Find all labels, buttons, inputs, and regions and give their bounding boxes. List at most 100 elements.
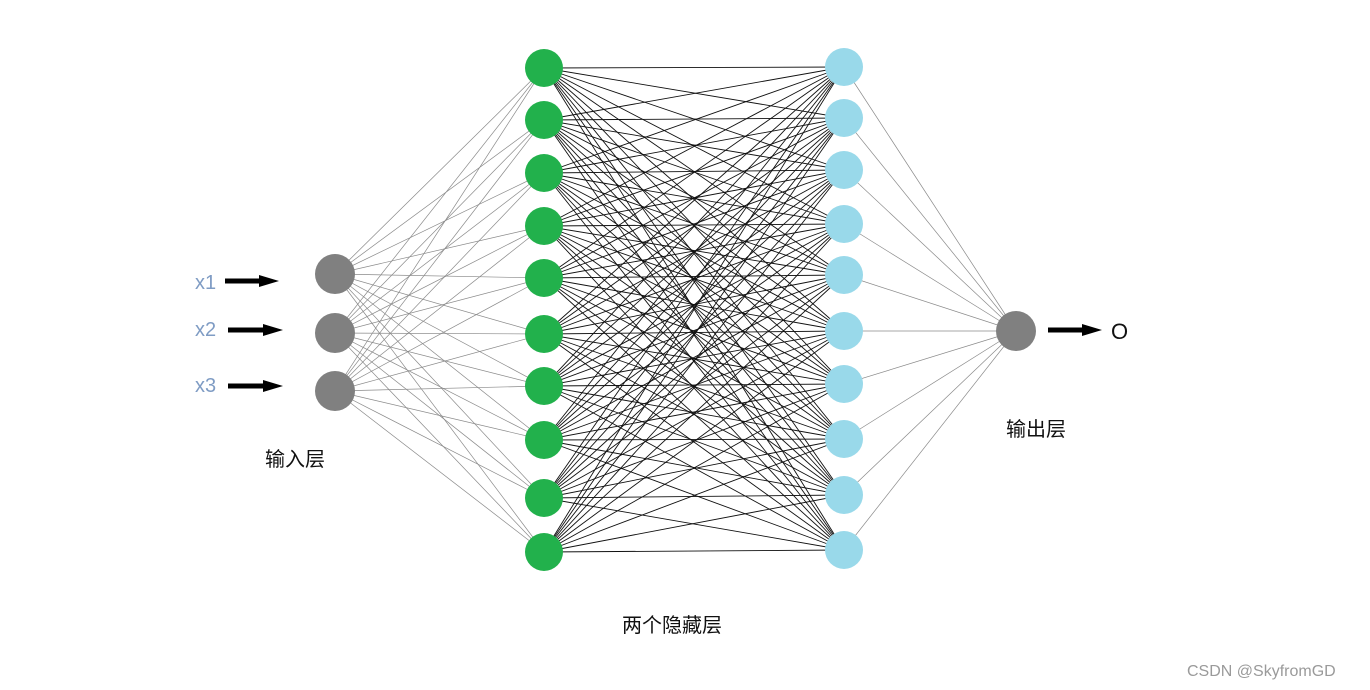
edge-input-2-h1-8 — [334, 332, 545, 441]
edge-input-1-h1-10 — [334, 273, 545, 553]
edge-h2-7-output — [843, 330, 1017, 385]
edge-input-1-h1-6 — [334, 273, 545, 335]
edge-h1-1-h2-1 — [543, 66, 845, 69]
edge-h1-8-h2-8 — [543, 438, 845, 441]
edge-h2-10-output — [843, 330, 1017, 551]
edge-input-2-h1-2 — [334, 119, 545, 334]
edge-h1-8-h2-10 — [543, 439, 845, 551]
edge-h1-5-h2-1 — [543, 66, 845, 279]
edge-h1-5-h2-2 — [543, 117, 845, 279]
edge-input-1-h1-3 — [334, 172, 545, 275]
edge-h1-7-h2-8 — [543, 385, 845, 440]
edge-h1-10-h2-8 — [543, 438, 845, 553]
edge-input-1-h1-4 — [334, 225, 545, 275]
arrows — [225, 275, 1102, 392]
hidden1-node-7 — [525, 367, 563, 405]
edge-input-1-h1-8 — [334, 273, 545, 441]
edge-h1-10-h2-5 — [543, 274, 845, 553]
watermark: CSDN @SkyfromGD — [1187, 663, 1336, 680]
edge-input-3-h1-1 — [334, 67, 545, 392]
edge-h1-4-h2-1 — [543, 66, 845, 227]
input-label-x1: x1 — [195, 272, 216, 294]
edge-h1-8-h2-1 — [543, 66, 845, 441]
edge-input-3-h1-9 — [334, 390, 545, 499]
edge-h1-4-h2-5 — [543, 225, 845, 276]
hidden2-node-8 — [825, 420, 863, 458]
edge-h1-5-h2-5 — [543, 274, 845, 279]
edge-input-2-h1-6 — [334, 332, 545, 335]
edge-h1-10-h2-2 — [543, 117, 845, 553]
hidden1-node-4 — [525, 207, 563, 245]
hidden1-node-5 — [525, 259, 563, 297]
edge-h1-9-h2-6 — [543, 330, 845, 499]
edge-h1-3-h2-3 — [543, 169, 845, 174]
edge-h1-9-h2-5 — [543, 274, 845, 499]
input-node-3 — [315, 371, 355, 411]
edge-h1-7-h2-1 — [543, 66, 845, 387]
edge-h1-9-h2-10 — [543, 497, 845, 551]
edge-h1-6-h2-7 — [543, 333, 845, 385]
edge-input-3-h1-7 — [334, 385, 545, 392]
edge-h1-8-h2-7 — [543, 383, 845, 441]
hidden2-node-1 — [825, 48, 863, 86]
edge-h2-4-output — [843, 223, 1017, 332]
hidden-layers-label: 两个隐藏层 — [622, 613, 722, 637]
edge-h1-7-h2-5 — [543, 274, 845, 387]
edge-input-1-h1-7 — [334, 273, 545, 387]
edge-h1-5-h2-7 — [543, 277, 845, 385]
hidden2-node-5 — [825, 256, 863, 294]
hidden2-node-3 — [825, 151, 863, 189]
edge-h1-9-h2-3 — [543, 169, 845, 499]
output-layer-label: 输出层 — [1006, 417, 1066, 441]
output-label: O — [1111, 319, 1128, 344]
edge-h1-5-h2-3 — [543, 169, 845, 279]
edge-h1-9-h2-2 — [543, 117, 845, 499]
edge-input-1-h1-2 — [334, 119, 545, 275]
edge-h2-8-output — [843, 330, 1017, 440]
connection-edges — [334, 66, 1017, 553]
edge-input-2-h1-3 — [334, 172, 545, 334]
edge-h1-2-h2-2 — [543, 117, 845, 121]
arrow-output — [1048, 324, 1102, 336]
input-node-2 — [315, 313, 355, 353]
arrow-x2 — [228, 324, 283, 336]
edge-h1-3-h2-1 — [543, 66, 845, 174]
edge-h1-8-h2-6 — [543, 330, 845, 441]
arrow-x3 — [228, 380, 283, 392]
edge-h1-10-h2-6 — [543, 330, 845, 553]
edge-h2-3-output — [843, 169, 1017, 332]
edge-input-3-h1-10 — [334, 390, 545, 553]
hidden1-node-8 — [525, 421, 563, 459]
edge-h1-7-h2-6 — [543, 330, 845, 387]
edge-h1-2-h2-3 — [543, 119, 845, 171]
hidden2-node-10 — [825, 531, 863, 569]
hidden2-node-9 — [825, 476, 863, 514]
hidden2-node-2 — [825, 99, 863, 137]
edge-h1-9-h2-1 — [543, 66, 845, 499]
hidden1-node-10 — [525, 533, 563, 571]
edge-h2-1-output — [843, 66, 1017, 332]
edge-h1-7-h2-2 — [543, 117, 845, 387]
edge-input-3-h1-4 — [334, 225, 545, 392]
edge-h1-1-h2-6 — [543, 67, 845, 332]
edge-input-3-h1-5 — [334, 277, 545, 392]
hidden1-node-9 — [525, 479, 563, 517]
nodes — [315, 48, 1036, 571]
input-label-x2: x2 — [195, 319, 216, 341]
hidden1-node-1 — [525, 49, 563, 87]
edge-h1-3-h2-8 — [543, 172, 845, 440]
edge-input-2-h1-4 — [334, 225, 545, 334]
edge-h1-8-h2-2 — [543, 117, 845, 441]
edge-h1-10-h2-3 — [543, 169, 845, 553]
hidden2-node-4 — [825, 205, 863, 243]
hidden2-node-7 — [825, 365, 863, 403]
edge-h1-10-h2-1 — [543, 66, 845, 553]
edge-h1-6-h2-1 — [543, 66, 845, 335]
edge-h1-10-h2-9 — [543, 494, 845, 553]
edge-h2-2-output — [843, 117, 1017, 332]
edge-h1-7-h2-3 — [543, 169, 845, 387]
edge-h1-8-h2-4 — [543, 223, 845, 441]
edge-h1-8-h2-3 — [543, 169, 845, 441]
hidden1-node-3 — [525, 154, 563, 192]
